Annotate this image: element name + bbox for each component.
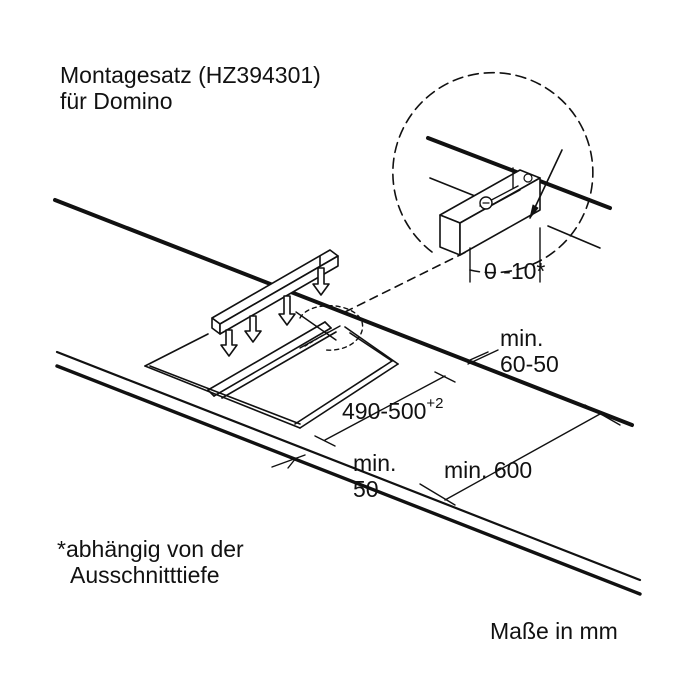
dim-worktop-depth (419, 404, 621, 506)
mounting-bar (211, 249, 339, 335)
rail-detail (295, 311, 341, 349)
title-line-1: Montagesatz (HZ394301) (60, 62, 321, 88)
dim-rear-min-label: min. (500, 325, 544, 351)
arrow-down-icon (244, 315, 262, 343)
arrow-down-icon (278, 295, 296, 326)
detail-magnifier (392, 71, 612, 283)
worktop-back-edge (53, 198, 634, 427)
dim-worktop-depth-label: min. 600 (444, 457, 533, 483)
dim-rear-min-value: 60-50 (500, 351, 559, 377)
worktop-front-edge-bottom (55, 364, 642, 596)
detail-leader-line (344, 249, 471, 313)
dim-depth-adjust-label: 0 -10* (484, 258, 546, 284)
arrow-icon (529, 204, 539, 219)
dim-rear-min (467, 349, 499, 365)
detail-reference-circle (299, 305, 364, 351)
footnote-line-2: Ausschnitttiefe (70, 562, 220, 588)
mounting-rail-inner (207, 321, 337, 399)
worktop-front-edge-top (55, 350, 642, 582)
dim-cutout-width (314, 371, 456, 447)
title-line-2: für Domino (60, 88, 173, 114)
dim-cutout-width-label: 490-500+2 (342, 395, 444, 424)
units-note: Maße in mm (490, 618, 618, 644)
dim-front-min (271, 454, 306, 469)
arrow-down-icon (312, 267, 330, 296)
footnote-line-1: *abhängig von der (57, 536, 244, 562)
arrow-down-icon (220, 329, 238, 357)
dim-front-min-label: min. (353, 450, 397, 476)
dim-front-min-value: 50 (353, 476, 379, 502)
insert-arrows (220, 267, 330, 357)
